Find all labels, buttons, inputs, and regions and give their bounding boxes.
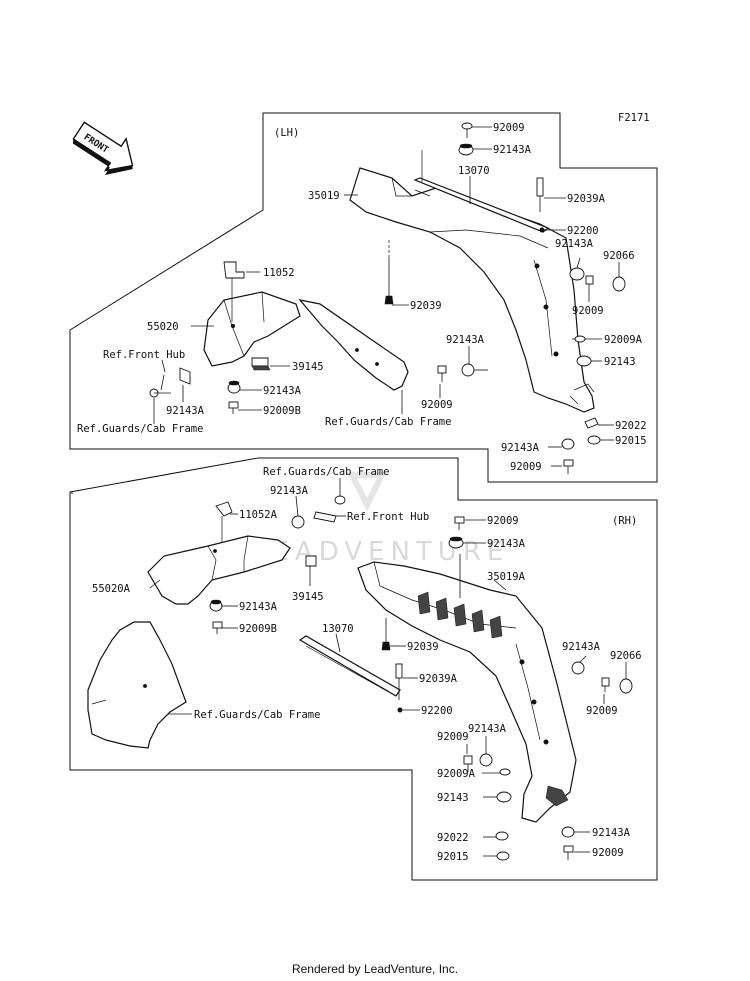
lh-label-92066: 92066 [603,250,635,262]
lh-label-92143A-top: 92143A [493,144,532,156]
lh-ref-front-hub: Ref.Front Hub [103,349,185,361]
footer-credit: Rendered by LeadVenture, Inc. [291,962,459,976]
lh-label-92200: 92200 [567,225,599,237]
lh-label-92015: 92015 [615,435,647,447]
lh-rivet-92039 [384,258,394,305]
watermark-logo-icon [347,472,387,512]
rh-label-35019A: 35019A [487,571,526,583]
lh-label-92009A: 92009A [604,334,643,346]
rh-frame [69,457,658,881]
rh-bolt-92009-mid [463,755,473,772]
lh-bolt-92009B [228,401,239,414]
rh-bolt-92009-top [454,516,465,530]
lh-label-92009-br: 92009 [510,461,542,473]
rh-label-92009-br: 92009 [592,847,624,859]
lh-label-92009-mid: 92009 [421,399,453,411]
lh-ref-guards-b: Ref.Guards/Cab Frame [77,423,203,435]
lh-label-92143A-hub: 92143A [263,385,302,397]
rh-guard-cab-frame [87,621,187,749]
lh-grommet-92143A-top [458,143,474,156]
rh-label-92143A-tl: 92143A [270,485,309,497]
rh-label-92022: 92022 [437,832,469,844]
rh-rivet-92039 [381,618,391,651]
rh-label-92039A: 92039A [419,673,458,685]
rh-label-92143A-r: 92143A [562,641,601,653]
lh-label-92143A-br: 92143A [501,442,540,454]
rh-label-92066: 92066 [610,650,642,662]
rh-label-92015: 92015 [437,851,469,863]
rh-label-92143A-br: 92143A [592,827,631,839]
lh-bolt-92009-br [563,459,574,474]
lh-rivet-92039A [536,177,544,212]
rh-label-92143A-top: 92143A [487,538,526,550]
lh-bolt-92009-top [461,122,473,138]
rh-section: (RH) [69,457,658,881]
rh-guard-55020A [147,535,291,605]
rh-ref-guards-top: Ref.Guards/Cab Frame [263,466,389,478]
rh-label-92039: 92039 [407,641,439,653]
lh-label-92143A-r: 92143A [555,238,594,250]
rh-ref-front-hub: Ref.Front Hub [347,511,429,523]
lh-bolt-92009-mid [437,365,447,382]
lh-label-35019: 35019 [308,190,340,202]
lh-section-label: (LH) [274,127,299,139]
rh-label-92143A-mid: 92143A [468,723,507,735]
lh-bracket-11052 [223,261,245,322]
lh-hub-hardware [149,367,191,398]
rh-fender-ribs [417,591,503,639]
front-arrow-icon: FRONT [72,121,134,176]
lh-leader-lines [153,126,620,467]
rh-hub-hardware [291,495,346,529]
rh-label-13070: 13070 [322,623,354,635]
rh-ref-guards-bottom: Ref.Guards/Cab Frame [194,709,320,721]
rh-fender-35019A [357,561,577,823]
figure-code: F2171 [618,112,650,124]
lh-label-92009-r: 92009 [572,305,604,317]
rh-bracket-11052A [215,501,233,542]
lh-section: (LH) [69,112,658,483]
lh-frame [69,112,658,483]
rh-bolt-92009-br [563,845,574,860]
rh-label-92143: 92143 [437,792,469,804]
rh-label-92143A-l: 92143A [239,601,278,613]
rh-label-11052A: 11052A [239,509,278,521]
lh-label-92039: 92039 [410,300,442,312]
lh-label-92143A-bl: 92143A [166,405,205,417]
rh-bolt-92009A [499,768,511,776]
rh-bolt-92009B [212,621,223,634]
lh-guard-flap [298,299,409,391]
lh-label-13070: 13070 [458,165,490,177]
rh-label-92009-r: 92009 [586,705,618,717]
lh-bolt-92009A [572,335,586,343]
lh-label-92143A-mid: 92143A [446,334,485,346]
lh-label-92009-top: 92009 [493,122,525,134]
rh-label-92009B: 92009B [239,623,277,635]
lh-label-92143: 92143 [604,356,636,368]
lh-label-92022: 92022 [615,420,647,432]
rh-label-92009-top: 92009 [487,515,519,527]
lh-strip-13070 [413,150,550,233]
lh-label-55020: 55020 [147,321,179,333]
lh-label-39145: 39145 [292,361,324,373]
lh-block-39145 [251,357,271,371]
lh-label-92039A: 92039A [567,193,606,205]
rh-rivet-92039A [395,663,403,700]
lh-ref-guards-a: Ref.Guards/Cab Frame [325,416,451,428]
rh-bolt-92009-r [601,677,610,692]
lh-bolt-92009-r [585,275,594,292]
rh-label-55020A: 55020A [92,583,131,595]
lh-label-11052: 11052 [263,267,295,279]
lh-label-92009B: 92009B [263,405,301,417]
rh-label-92009A: 92009A [437,768,476,780]
rh-section-label: (RH) [612,515,637,527]
rh-strip-13070 [298,635,401,697]
rh-block-39145 [305,555,317,567]
rh-label-92009-mid: 92009 [437,731,469,743]
lh-guard-55020 [203,291,301,367]
rh-label-39145: 39145 [292,591,324,603]
rh-label-92200: 92200 [421,705,453,717]
rh-leader-lines [149,478,627,857]
